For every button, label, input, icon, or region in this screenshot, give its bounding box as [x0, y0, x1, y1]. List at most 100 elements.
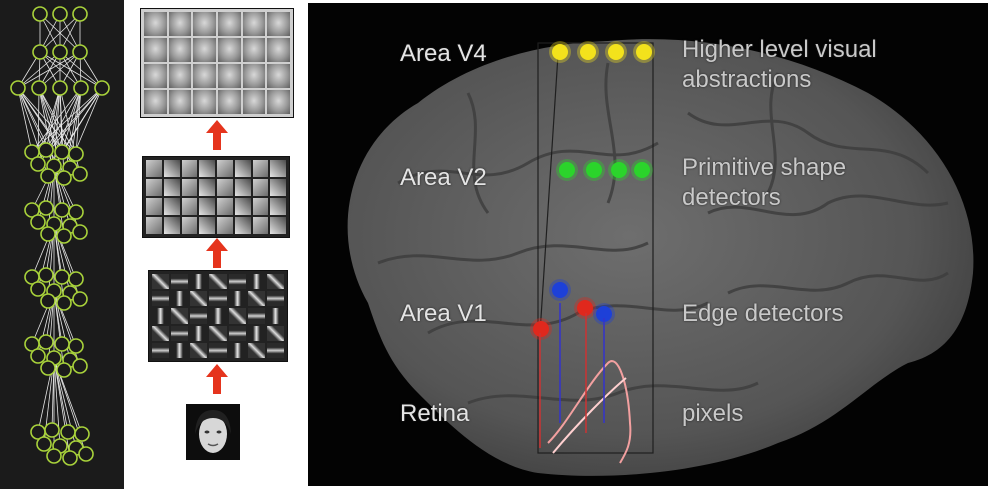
- network-node: [39, 143, 53, 157]
- feature-tile: [267, 308, 284, 323]
- feature-tile: [171, 343, 188, 358]
- area-v2-label: Area V2: [400, 163, 487, 193]
- network-node: [75, 427, 89, 441]
- area-v4-label: Area V4: [400, 39, 487, 69]
- network-node: [61, 425, 75, 439]
- feature-tile: [217, 160, 233, 177]
- feature-tile: [243, 90, 266, 114]
- feature-tile: [182, 198, 198, 215]
- feature-tile: [164, 160, 180, 177]
- network-node: [57, 171, 71, 185]
- feature-tile: [209, 274, 226, 289]
- network-node: [73, 7, 87, 21]
- feature-tile: [218, 64, 241, 88]
- feature-tile: [217, 198, 233, 215]
- feature-tile: [270, 217, 286, 234]
- area-v1-label: Area V1: [400, 299, 487, 329]
- feature-tile: [218, 38, 241, 62]
- feature-tile: [152, 291, 169, 306]
- feature-tile: [235, 198, 251, 215]
- feature-tile: [182, 179, 198, 196]
- area-v2-description: Primitive shape detectors: [682, 153, 942, 213]
- network-node: [33, 45, 47, 59]
- feature-tile: [190, 274, 207, 289]
- network-node: [57, 363, 71, 377]
- face-features-grid: [140, 8, 294, 118]
- feature-tile: [267, 64, 290, 88]
- network-node: [37, 437, 51, 451]
- network-node: [31, 349, 45, 363]
- network-node: [73, 225, 87, 239]
- feature-tile: [171, 308, 188, 323]
- network-node: [39, 335, 53, 349]
- feature-tile: [270, 198, 286, 215]
- feature-tile: [218, 90, 241, 114]
- feature-tile: [235, 179, 251, 196]
- feature-tile: [209, 343, 226, 358]
- network-node: [79, 447, 93, 461]
- feature-tile: [270, 160, 286, 177]
- neuron-dot: [636, 44, 652, 60]
- feature-tile: [229, 274, 246, 289]
- network-node: [55, 145, 69, 159]
- feature-tile: [193, 90, 216, 114]
- feature-tile: [243, 64, 266, 88]
- feature-tile: [270, 179, 286, 196]
- feature-tile: [146, 179, 162, 196]
- feature-tile: [144, 38, 167, 62]
- network-node: [41, 361, 55, 375]
- feature-tile: [253, 179, 269, 196]
- network-node: [33, 7, 47, 21]
- feature-tile: [169, 12, 192, 36]
- feature-tile: [248, 291, 265, 306]
- feature-tile: [171, 291, 188, 306]
- retina-description: pixels: [682, 399, 743, 429]
- feature-tile: [217, 217, 233, 234]
- neuron-dot: [634, 162, 650, 178]
- network-node: [53, 45, 67, 59]
- feature-tile: [144, 90, 167, 114]
- network-node: [53, 81, 67, 95]
- feature-tile: [152, 326, 169, 341]
- network-node: [63, 451, 77, 465]
- network-node: [41, 169, 55, 183]
- retina-label: Retina: [400, 399, 469, 429]
- feature-tile: [209, 326, 226, 341]
- network-node: [73, 45, 87, 59]
- feature-tile: [248, 326, 265, 341]
- feature-tile: [209, 291, 226, 306]
- edge-features-grid: [148, 270, 288, 362]
- feature-tile: [146, 160, 162, 177]
- feature-tile: [193, 38, 216, 62]
- feature-tile: [164, 198, 180, 215]
- network-node: [31, 157, 45, 171]
- feature-tile: [217, 179, 233, 196]
- neuron-dot: [608, 44, 624, 60]
- feature-tile: [253, 217, 269, 234]
- feature-tile: [152, 308, 169, 323]
- feature-tile: [190, 326, 207, 341]
- feature-tile: [169, 90, 192, 114]
- feature-tile: [152, 274, 169, 289]
- network-node: [11, 81, 25, 95]
- neuron-dot: [552, 282, 568, 298]
- feature-tile: [199, 217, 215, 234]
- feature-tile: [267, 343, 284, 358]
- feature-tile: [267, 12, 290, 36]
- feature-tile: [164, 217, 180, 234]
- network-node: [32, 81, 46, 95]
- feature-tile: [171, 274, 188, 289]
- feature-tile: [229, 308, 246, 323]
- neuron-dot: [559, 162, 575, 178]
- network-node: [41, 227, 55, 241]
- feature-tile: [146, 198, 162, 215]
- feature-tile: [243, 38, 266, 62]
- feature-tile: [209, 308, 226, 323]
- feature-tile: [169, 64, 192, 88]
- network-node: [31, 215, 45, 229]
- network-node: [69, 272, 83, 286]
- feature-tile: [229, 343, 246, 358]
- feature-tile: [267, 274, 284, 289]
- network-node: [39, 268, 53, 282]
- feature-tile: [248, 308, 265, 323]
